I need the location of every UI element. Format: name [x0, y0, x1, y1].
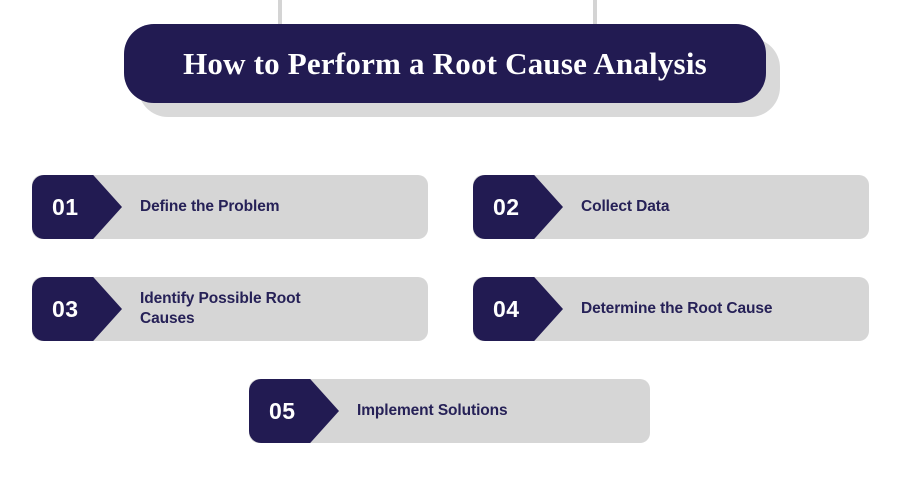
step-number-badge: 03 [32, 277, 122, 341]
step-item-04[interactable]: 04 Determine the Root Cause [473, 277, 869, 341]
step-number-badge: 05 [249, 379, 339, 443]
step-label: Determine the Root Cause [581, 299, 773, 317]
page-title: How to Perform a Root Cause Analysis [183, 45, 707, 81]
step-number-badge: 04 [473, 277, 563, 341]
step-label: Collect Data [581, 197, 670, 215]
step-label: Identify Possible Root Causes [140, 289, 301, 327]
step-label: Implement Solutions [357, 401, 508, 419]
step-number-badge: 01 [32, 175, 122, 239]
step-item-03[interactable]: 03 Identify Possible Root Causes [32, 277, 428, 341]
step-number: 03 [52, 295, 79, 322]
step-item-02[interactable]: 02 Collect Data [473, 175, 869, 239]
step-number: 04 [493, 295, 520, 322]
step-label: Define the Problem [140, 197, 280, 215]
step-number: 01 [52, 193, 79, 220]
step-number: 02 [493, 193, 520, 220]
step-number: 05 [269, 397, 296, 424]
title-banner: How to Perform a Root Cause Analysis [124, 24, 766, 103]
step-item-05[interactable]: 05 Implement Solutions [249, 379, 650, 443]
step-item-01[interactable]: 01 Define the Problem [32, 175, 428, 239]
step-number-badge: 02 [473, 175, 563, 239]
